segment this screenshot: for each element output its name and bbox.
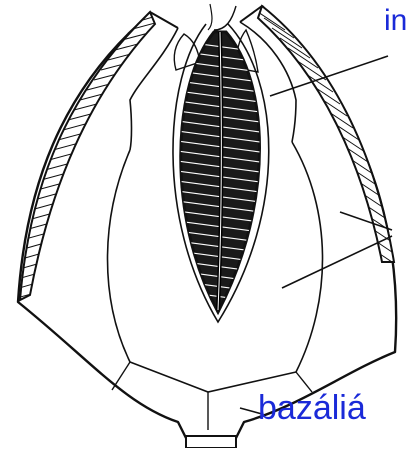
label-bazalia: bazáliá	[258, 391, 366, 425]
basal-suture-left	[112, 362, 130, 390]
radial-plate-outline-right	[292, 142, 323, 372]
left-upper-plate	[130, 28, 178, 150]
left-ambulacrum	[10, 12, 178, 300]
leader-line-mid2	[282, 236, 392, 288]
stem	[186, 436, 236, 448]
label-top: in	[384, 6, 407, 36]
basal-boundary	[130, 362, 296, 392]
radial-plate-outline	[108, 150, 131, 362]
right-ambulacrum	[240, 6, 407, 272]
